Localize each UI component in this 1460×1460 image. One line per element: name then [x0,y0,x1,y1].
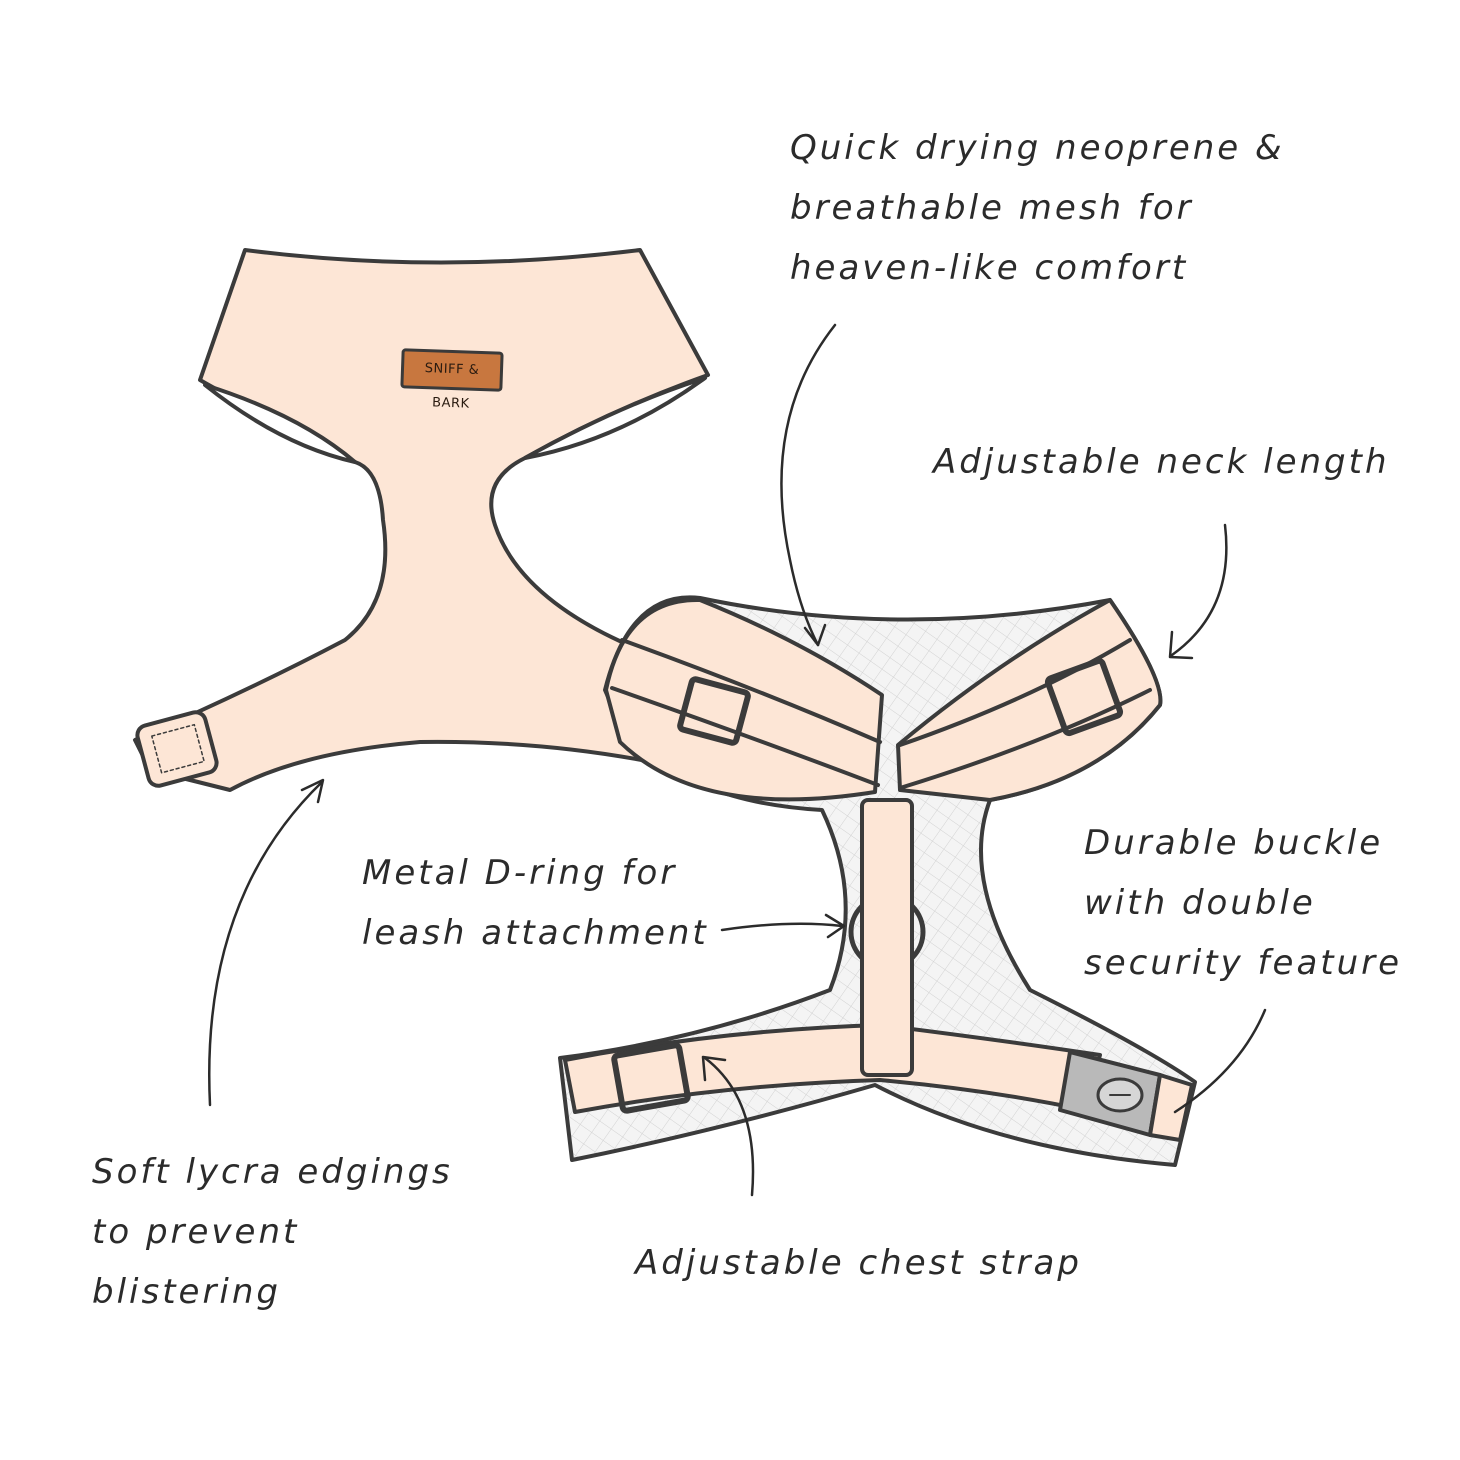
annotation-line: security feature [1084,943,1403,983]
arrow-buckle [1173,1008,1267,1114]
arrow-neck [1170,523,1228,657]
arrow-dring [720,922,844,932]
neck-strap-right [896,598,1163,802]
annotation-line: Adjustable chest strap [635,1243,1082,1283]
back-harness-lining-left [203,383,357,464]
annotation-line: Quick drying neoprene & [790,128,1285,168]
annotation-material: Quick drying neoprene & breathable mesh … [790,118,1285,298]
arrow-edging [208,780,324,1107]
arrow-material [780,323,837,647]
annotation-line: Durable buckle [1084,823,1384,863]
neck-slider-right [1044,657,1124,737]
annotation-line: breathable mesh for [790,188,1194,228]
annotation-neck: Adjustable neck length [933,432,1390,492]
buckle-tip [1148,1073,1194,1142]
annotation-line: leash attachment [362,913,709,953]
brand-tag: SNIFF & BARK [400,348,504,412]
annotation-line: with double [1084,883,1316,923]
lycra-tab [135,710,219,788]
vertical-strap [860,798,914,1077]
annotation-buckle: Durable buckle with double security feat… [1084,813,1402,993]
back-harness-lining-right [523,376,707,460]
chest-slider [611,1042,691,1114]
annotation-dring: Metal D-ring for leash attachment [362,843,709,963]
annotation-line: heaven-like comfort [790,248,1189,288]
annotation-arrows [208,323,1267,1197]
lycra-tab-stitch [151,723,205,774]
annotation-line: to prevent [92,1212,300,1252]
annotation-line: blistering [92,1272,281,1312]
annotation-edging: Soft lycra edgings to prevent blistering [92,1142,453,1322]
annotation-line: Metal D-ring for [362,853,678,893]
arrow-chest [703,1056,755,1197]
neck-slider-left [677,676,751,746]
annotation-chest: Adjustable chest strap [635,1233,1082,1293]
annotation-line: Soft lycra edgings [92,1152,453,1192]
annotation-line: Adjustable neck length [933,442,1390,482]
